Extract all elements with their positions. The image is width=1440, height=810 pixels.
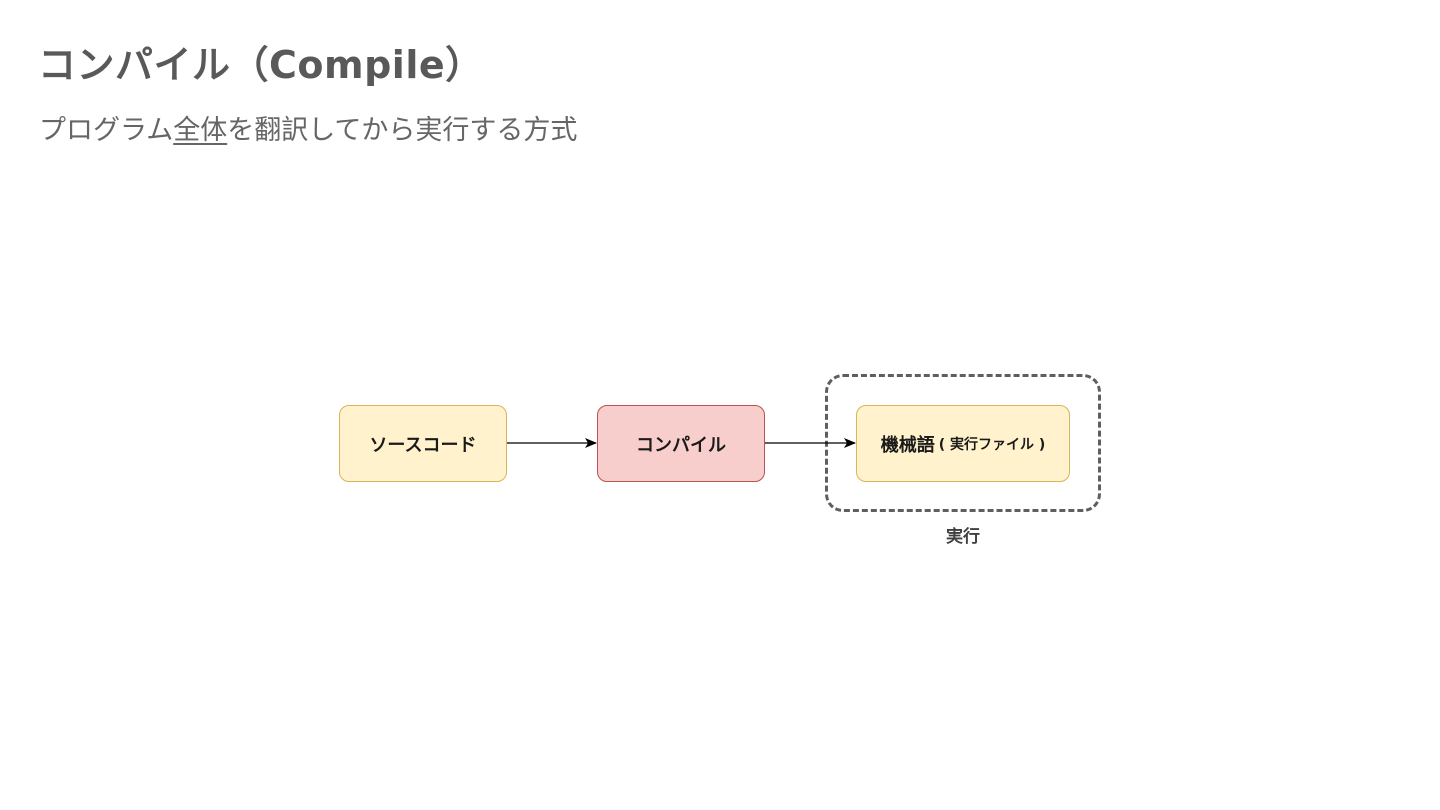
source-code-node[interactable]: ソースコード [339, 405, 507, 482]
source-code-label: ソースコード [369, 434, 477, 456]
execution-group-label: 実行 [946, 527, 980, 547]
subtitle-text-before: プログラム [39, 115, 174, 146]
subtitle-emphasis: 全体 [173, 115, 228, 146]
compile-label: コンパイル [636, 434, 726, 456]
machine-code-note: ( 実行ファイル ) [938, 436, 1046, 453]
subtitle-text-after: を翻訳してから実行する方式 [227, 115, 578, 146]
slide-subtitle: プログラム全体を翻訳してから実行する方式 [39, 108, 577, 147]
compile-node[interactable]: コンパイル [597, 405, 765, 482]
machine-code-label: 機械語 [880, 434, 935, 456]
machine-code-node[interactable]: 機械語( 実行ファイル ) [856, 405, 1070, 482]
slide-title: コンパイル（Compile） [38, 43, 484, 87]
